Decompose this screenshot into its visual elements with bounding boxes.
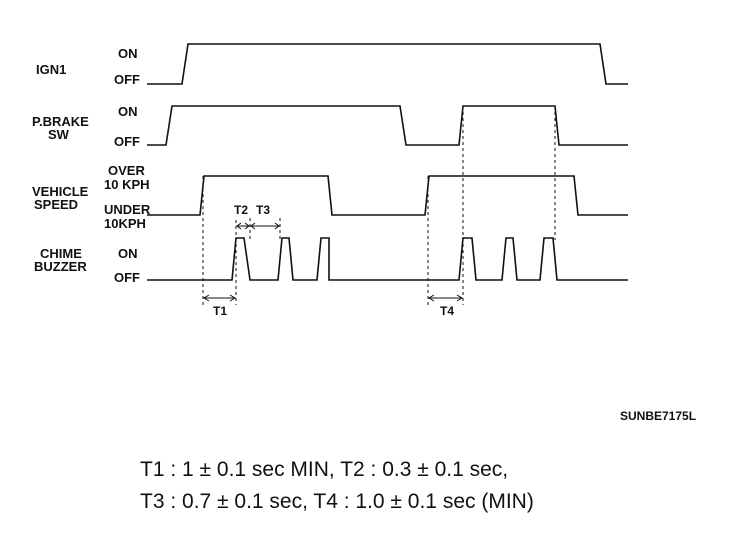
level-pbrake-off: OFF [114, 134, 140, 149]
timing-label-t3: T3 [256, 203, 270, 217]
signal-name-speed-line2: SPEED [34, 197, 78, 212]
timing-caption-line1: T1 : 1 ± 0.1 sec MIN, T2 : 0.3 ± 0.1 sec… [140, 458, 509, 481]
signal-name-chime-line1: CHIME [40, 246, 82, 261]
timing-label-t4: T4 [440, 304, 454, 318]
level-pbrake-on: ON [118, 104, 138, 119]
level-ign1-off: OFF [114, 72, 140, 87]
level-chime-off: OFF [114, 270, 140, 285]
signal-name-chime-line2: BUZZER [34, 259, 87, 274]
figure-code: SUNBE7175L [620, 409, 696, 423]
level-chime-on: ON [118, 246, 138, 261]
level-speed-over-line1: OVER [108, 163, 145, 178]
dimension-t4 [428, 294, 463, 302]
waveform-chime-buzzer [147, 237, 628, 281]
waveform-vehicle-speed [147, 175, 628, 216]
signal-name-pbrake-line2: SW [48, 127, 70, 142]
timing-label-t1: T1 [213, 304, 227, 318]
signal-name-pbrake-line1: P.BRAKE [32, 114, 89, 129]
dimension-t1 [203, 294, 236, 302]
timing-label-t2: T2 [234, 203, 248, 217]
waveform-pbrake [147, 105, 628, 146]
level-speed-under-line2: 10KPH [104, 216, 146, 231]
level-ign1-on: ON [118, 46, 138, 61]
waveform-ign1 [147, 43, 628, 85]
signal-name-speed-line1: VEHICLE [32, 184, 89, 199]
level-speed-under-line1: UNDER [104, 202, 151, 217]
signal-name-ign1: IGN1 [36, 62, 66, 77]
level-speed-over-line2: 10 KPH [104, 177, 150, 192]
dimension-t2 [236, 222, 250, 230]
dimension-t3 [250, 222, 280, 230]
timing-caption-line2: T3 : 0.7 ± 0.1 sec, T4 : 1.0 ± 0.1 sec (… [140, 490, 534, 513]
